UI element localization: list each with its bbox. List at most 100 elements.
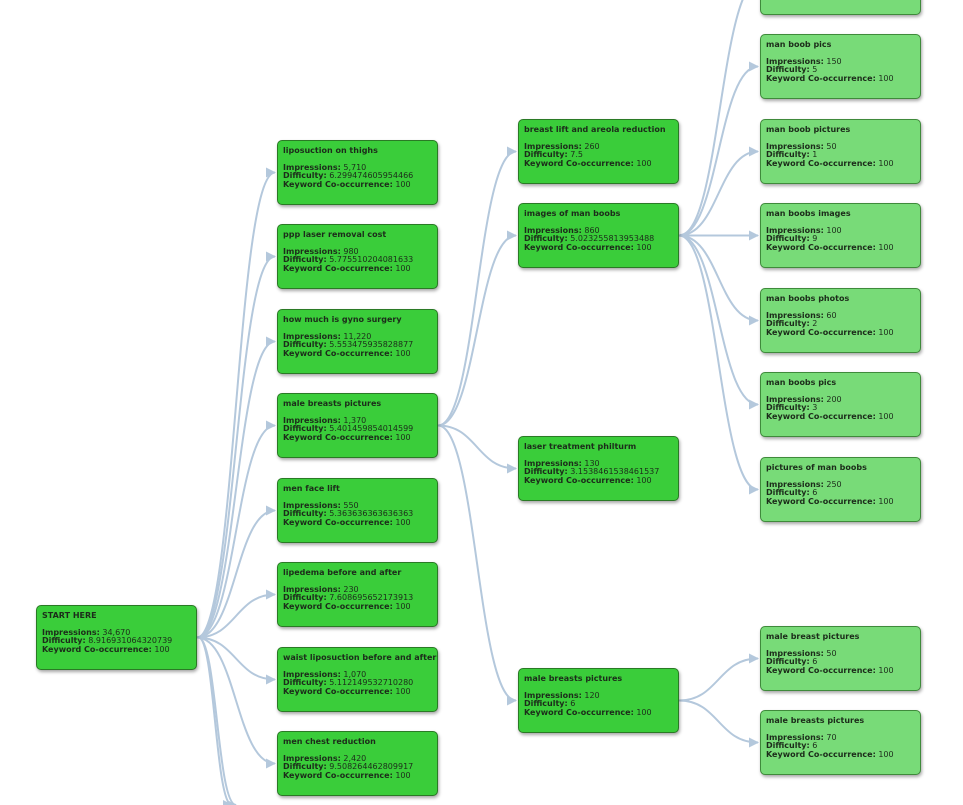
node-impressions-label: Impressions: <box>766 225 824 235</box>
node-cooccurrence-label: Keyword Co-occurrence: <box>766 665 876 675</box>
node-cooccurrence-value: 100 <box>875 496 894 506</box>
node-title: male breasts pictures <box>524 674 623 683</box>
node-cooccurrence-label: Keyword Co-occurrence: <box>283 348 393 358</box>
node-cooccurrence-row: Keyword Co-occurrence: 100 <box>766 327 915 338</box>
node-impressions-row: Impressions: 130 <box>524 459 673 469</box>
node-cooccurrence-row: Keyword Co-occurrence: 100 <box>524 707 673 718</box>
node-impressions-row: Impressions: 1,070 <box>283 670 432 680</box>
node-difficulty-value: 6 <box>809 657 818 667</box>
node-impressions-row: Impressions: 200 <box>766 394 915 405</box>
node-cooccurrence-row: Keyword Co-occurrence: 100 <box>766 158 915 169</box>
node-difficulty-value: 6.299474605954466 <box>326 171 414 181</box>
node-cooccurrence-row: Keyword Co-occurrence: 100 <box>524 476 673 486</box>
node-impressions-row: Impressions: 1,370 <box>283 415 432 426</box>
node-difficulty-row: Difficulty: 6 <box>766 488 915 498</box>
node-cooccurrence-value: 100 <box>875 665 894 675</box>
link-male-breasts-pictures-2-to-male-breast-pictures <box>678 653 759 702</box>
node-impressions-value: 70 <box>823 732 837 742</box>
node-cooccurrence-row: Keyword Co-occurrence: 100 <box>283 264 432 274</box>
node-cooccurrence-value: 100 <box>875 158 894 168</box>
node-cooccurrence-value: 100 <box>392 770 411 780</box>
node-impressions-row: Impressions: 50 <box>766 648 915 659</box>
node-cooccurrence-label: Keyword Co-occurrence: <box>524 707 634 717</box>
node-impressions-value: 100 <box>823 225 842 235</box>
node-difficulty-label: Difficulty: <box>283 593 327 603</box>
node-impressions-label: Impressions: <box>283 162 341 172</box>
node-title: man boob pictures <box>766 125 851 134</box>
link-male-breasts-pictures-2-to-male-breasts-pictures-3 <box>678 699 759 748</box>
node-cooccurrence-value: 100 <box>392 348 411 358</box>
link-male-breasts-pictures-to-breast-lift-and-areola-reduction <box>437 146 517 427</box>
node-cooccurrence-label: Keyword Co-occurrence: <box>283 601 393 611</box>
node-difficulty-value: 2 <box>809 319 818 329</box>
node-difficulty-row: Difficulty: 1 <box>766 150 915 160</box>
tree-node-offscreen[interactable] <box>760 0 921 15</box>
node-difficulty-row: Difficulty: 6 <box>524 699 673 709</box>
node-cooccurrence-value: 100 <box>392 686 411 696</box>
node-impressions-label: Impressions: <box>283 500 341 510</box>
node-impressions-row: Impressions: 34,670 <box>42 628 191 638</box>
node-cooccurrence-row: Keyword Co-occurrence: 100 <box>766 412 915 422</box>
node-title: images of man boobs <box>524 209 621 218</box>
link-images-of-man-boobs-to-man-boobs-photos <box>678 234 759 326</box>
node-difficulty-label: Difficulty: <box>283 424 327 434</box>
link-start-to-lipedema-before-and-after <box>196 589 276 639</box>
node-cooccurrence-label: Keyword Co-occurrence: <box>524 242 634 252</box>
node-impressions-label: Impressions: <box>766 394 824 404</box>
node-difficulty-value: 5.775510204081633 <box>326 255 414 265</box>
node-cooccurrence-value: 100 <box>875 242 894 252</box>
node-cooccurrence-row: Keyword Co-occurrence: 100 <box>766 242 915 253</box>
node-difficulty-row: Difficulty: 5.401459854014599 <box>283 424 432 434</box>
node-impressions-label: Impressions: <box>524 225 582 235</box>
node-impressions-label: Impressions: <box>283 331 341 341</box>
node-difficulty-value: 7.5 <box>567 150 583 160</box>
node-cooccurrence-label: Keyword Co-occurrence: <box>766 749 876 759</box>
node-impressions-row: Impressions: 860 <box>524 225 673 236</box>
node-difficulty-value: 7.608695652173913 <box>326 593 414 603</box>
node-difficulty-label: Difficulty: <box>524 234 568 244</box>
node-impressions-label: Impressions: <box>283 415 341 425</box>
node-cooccurrence-value: 100 <box>633 158 652 168</box>
node-difficulty-row: Difficulty: 5.112149532710280 <box>283 678 432 688</box>
node-cooccurrence-row: Keyword Co-occurrence: 100 <box>766 665 915 676</box>
node-cooccurrence-row: Keyword Co-occurrence: 100 <box>283 432 432 443</box>
node-cooccurrence-row: Keyword Co-occurrence: 100 <box>283 180 432 190</box>
node-cooccurrence-value: 100 <box>875 327 894 337</box>
node-title: men chest reduction <box>283 737 376 746</box>
node-impressions-value: 5,710 <box>340 162 367 172</box>
node-impressions-label: Impressions: <box>766 648 824 658</box>
node-impressions-label: Impressions: <box>766 479 824 489</box>
node-difficulty-value: 3.1538461538461537 <box>567 467 660 477</box>
node-impressions-label: Impressions: <box>766 310 824 320</box>
node-cooccurrence-label: Keyword Co-occurrence: <box>283 432 393 442</box>
node-difficulty-value: 6 <box>809 488 818 498</box>
node-title: liposuction on thighs <box>283 146 378 155</box>
node-difficulty-row: Difficulty: 8.916931064320739 <box>42 636 191 646</box>
node-impressions-row: Impressions: 50 <box>766 142 915 152</box>
node-difficulty-value: 9 <box>809 234 818 244</box>
node-impressions-label: Impressions: <box>283 753 341 763</box>
node-difficulty-value: 5.363636363636363 <box>326 509 414 519</box>
node-difficulty-row: Difficulty: 5.363636363636363 <box>283 509 432 519</box>
